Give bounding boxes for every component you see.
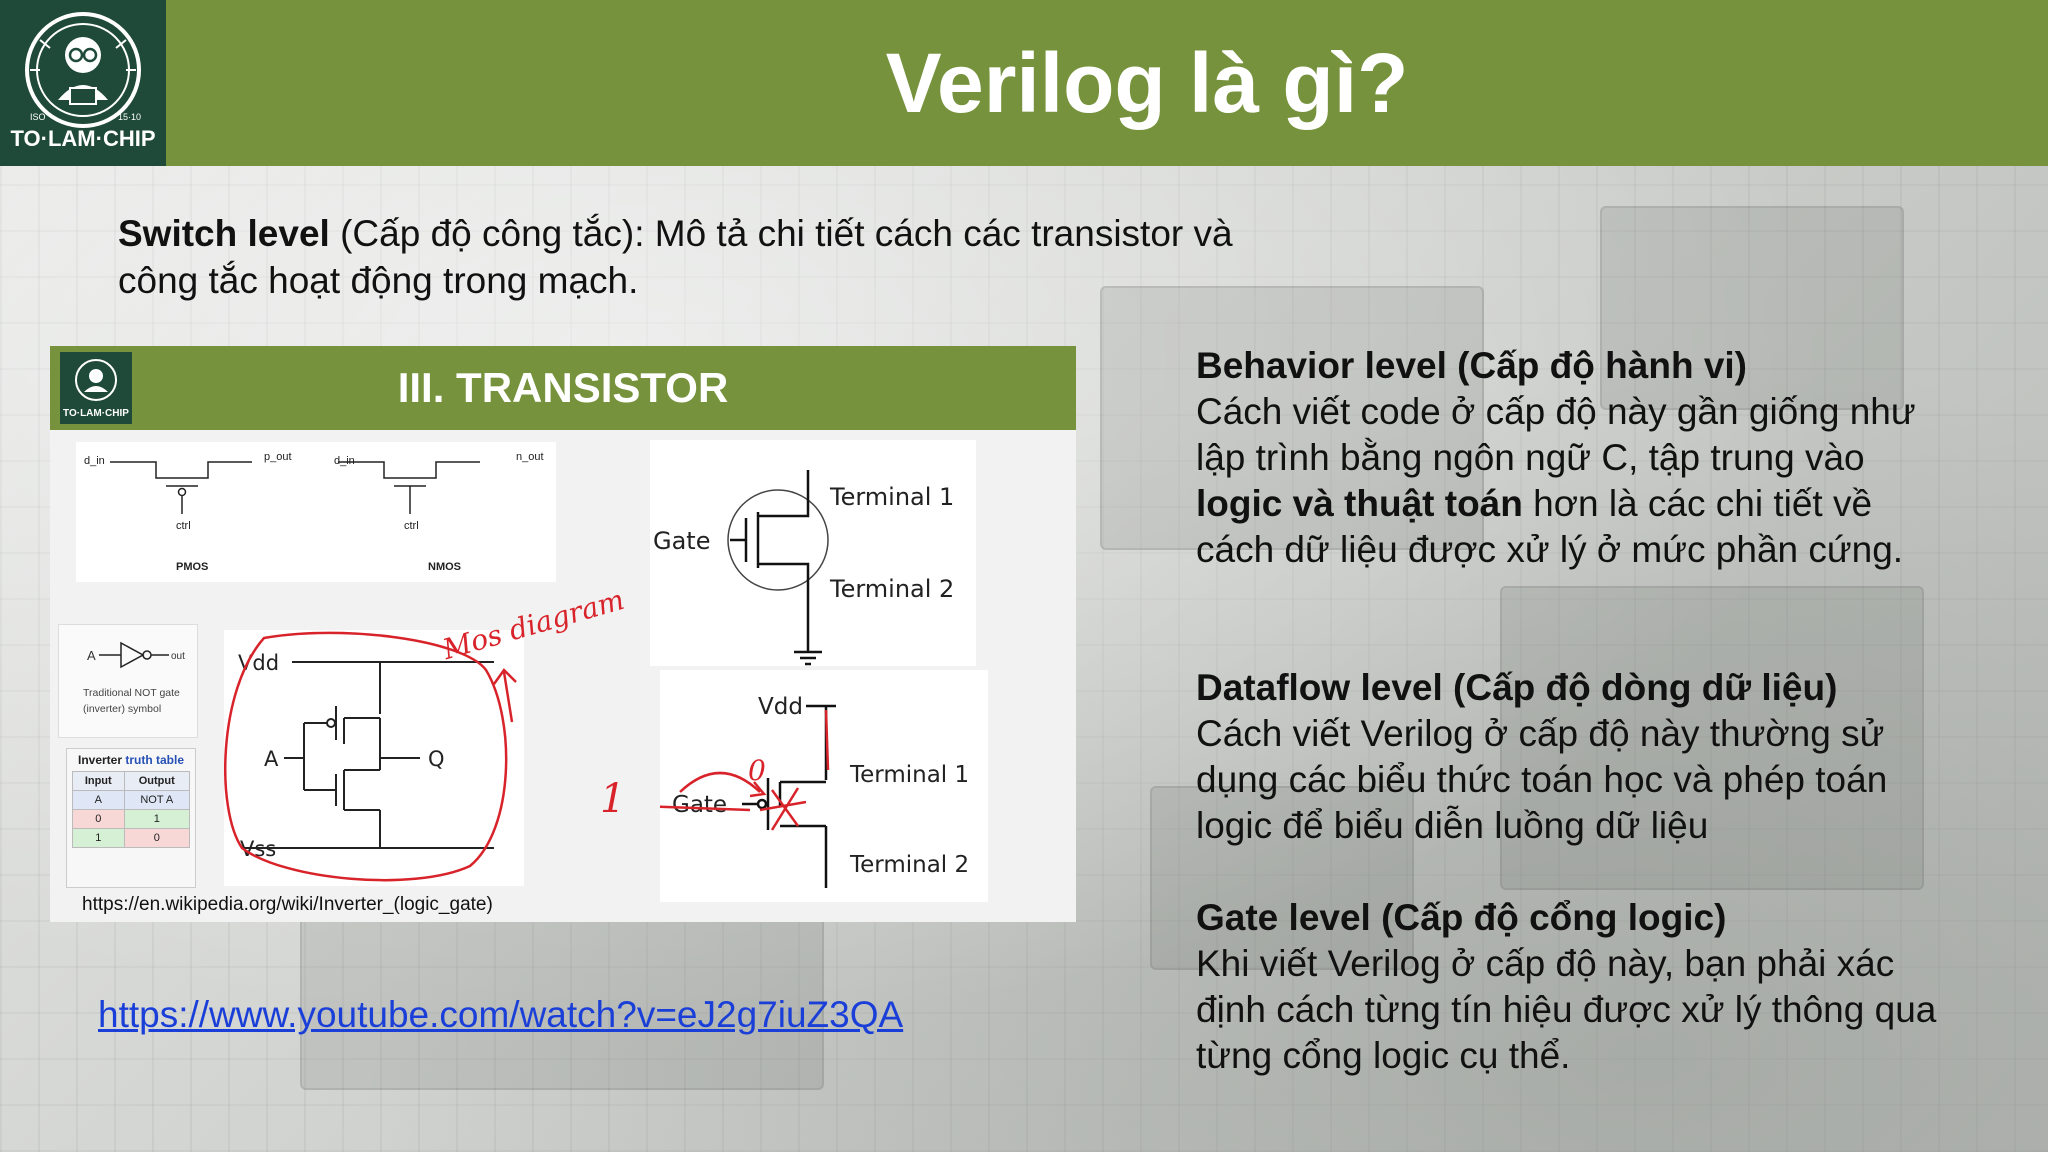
svg-text:Q: Q (428, 747, 445, 771)
svg-text:d_in: d_in (334, 455, 355, 467)
dataflow-level-heading: Dataflow level (Cấp độ dòng dữ liệu) (1196, 667, 1838, 708)
svg-text:Gate: Gate (672, 792, 727, 818)
svg-text:A: A (87, 648, 96, 663)
svg-text:15·10: 15·10 (118, 112, 141, 122)
svg-text:n_out: n_out (516, 451, 544, 463)
not-gate-caption: Traditional NOT gate (inverter) symbol (83, 687, 180, 715)
svg-text:ctrl: ctrl (176, 520, 191, 532)
dataflow-level-text: Cách viết Verilog ở cấp độ này thường sử… (1196, 713, 1888, 846)
switch-level-description: Switch level (Cấp độ công tắc): Mô tả ch… (118, 213, 1233, 301)
svg-text:out: out (171, 651, 185, 662)
annotation-one: 1 (600, 776, 626, 822)
gate-level-heading: Gate level (Cấp độ cổng logic) (1196, 897, 1727, 938)
switch-demo-panel: Vdd Gate Terminal 1 Terminal 2 0 (660, 670, 988, 902)
inner-title: III. TRANSISTOR (397, 364, 729, 411)
brand-logo: ISO 15·10 TO·LAM·CHIP (0, 0, 166, 166)
svg-text:0: 0 (748, 754, 766, 787)
svg-text:PMOS: PMOS (176, 561, 208, 573)
transistor-slide-image: TO·LAM·CHIP III. TRANSISTOR d_in p_out c… (50, 346, 1076, 922)
behavior-level-section: Behavior level (Cấp độ hành vi) Cách viế… (1196, 343, 1956, 573)
youtube-link[interactable]: https://www.youtube.com/watch?v=eJ2g7iuZ… (98, 994, 904, 1035)
svg-text:Terminal 1: Terminal 1 (849, 762, 969, 788)
annotation-arrow-icon (492, 668, 517, 723)
svg-text:p_out: p_out (264, 451, 292, 463)
svg-text:TO·LAM·CHIP: TO·LAM·CHIP (63, 408, 129, 419)
svg-text:Gate: Gate (653, 527, 710, 555)
pmos-nmos-panel: d_in p_out ctrl PMOS d_in n_out ctrl NMO… (76, 442, 556, 582)
annotation-circle (224, 631, 508, 882)
mosfet-symbol-panel: Gate Terminal 1 Terminal 2 (650, 440, 976, 666)
dataflow-level-section: Dataflow level (Cấp độ dòng dữ liệu) Các… (1196, 665, 1956, 849)
behavior-level-heading: Behavior level (Cấp độ hành vi) (1196, 345, 1748, 386)
not-gate-icon: A out (87, 641, 185, 669)
gate-level-section: Gate level (Cấp độ cổng logic) Khi viết … (1196, 895, 1956, 1079)
svg-text:NMOS: NMOS (428, 561, 461, 573)
svg-text:Vdd: Vdd (758, 694, 803, 720)
circuit-board-background (0, 166, 2048, 1152)
wikipedia-source-url: https://en.wikipedia.org/wiki/Inverter_(… (82, 894, 493, 915)
svg-text:ISO: ISO (30, 112, 46, 122)
svg-text:d_in: d_in (84, 455, 105, 467)
title-bar: ISO 15·10 TO·LAM·CHIP Verilog là gì? (0, 0, 2048, 166)
svg-text:Terminal 2: Terminal 2 (829, 575, 954, 603)
svg-text:Terminal 1: Terminal 1 (829, 483, 954, 511)
svg-text:ctrl: ctrl (404, 520, 419, 532)
page-title: Verilog là gì? (885, 36, 1409, 130)
svg-text:TO·LAM·CHIP: TO·LAM·CHIP (10, 126, 155, 151)
cmos-inverter-panel: Vdd A Q Vss (224, 630, 524, 886)
svg-text:Terminal 2: Terminal 2 (849, 852, 969, 878)
inner-logo-icon: TO·LAM·CHIP (60, 352, 132, 424)
svg-text:A: A (264, 747, 279, 771)
not-gate-card: A out Traditional NOT gate (inverter) sy… (58, 624, 198, 738)
engineer-chip-logo-icon: ISO 15·10 TO·LAM·CHIP (10, 12, 156, 151)
inner-title-bar: TO·LAM·CHIP III. TRANSISTOR (50, 346, 1076, 430)
gate-level-text: Khi viết Verilog ở cấp độ này, bạn phải … (1196, 943, 1937, 1076)
